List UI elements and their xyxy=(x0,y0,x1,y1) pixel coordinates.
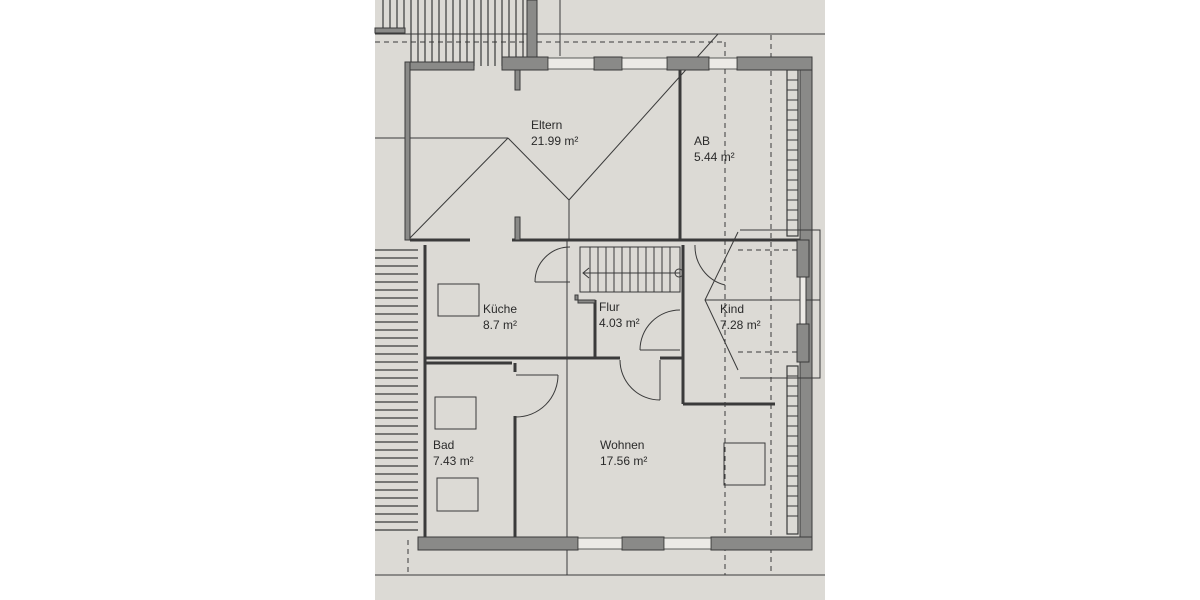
room-area: 8.7 m² xyxy=(483,318,518,332)
room-name: Eltern xyxy=(531,118,563,132)
room-name: Wohnen xyxy=(600,438,645,452)
room-label-wohnen: Wohnen 17.56 m² xyxy=(600,437,647,469)
room-area: 21.99 m² xyxy=(531,134,579,148)
room-area: 7.28 m² xyxy=(720,318,761,332)
room-label-kind: Kind 7.28 m² xyxy=(720,301,761,333)
room-name: AB xyxy=(694,134,711,148)
room-label-bad: Bad 7.43 m² xyxy=(433,437,474,469)
room-label-ab: AB 5.44 m² xyxy=(694,133,735,165)
room-label-flur: Flur 4.03 m² xyxy=(599,299,640,331)
room-name: Küche xyxy=(483,302,518,316)
room-name: Kind xyxy=(720,302,745,316)
room-label-kueche: Küche 8.7 m² xyxy=(483,301,517,333)
room-area: 5.44 m² xyxy=(694,150,735,164)
room-area: 4.03 m² xyxy=(599,316,640,330)
room-name: Bad xyxy=(433,438,455,452)
room-area: 7.43 m² xyxy=(433,454,474,468)
room-label-eltern: Eltern 21.99 m² xyxy=(531,117,578,149)
room-area: 17.56 m² xyxy=(600,454,648,468)
room-name: Flur xyxy=(599,300,620,314)
